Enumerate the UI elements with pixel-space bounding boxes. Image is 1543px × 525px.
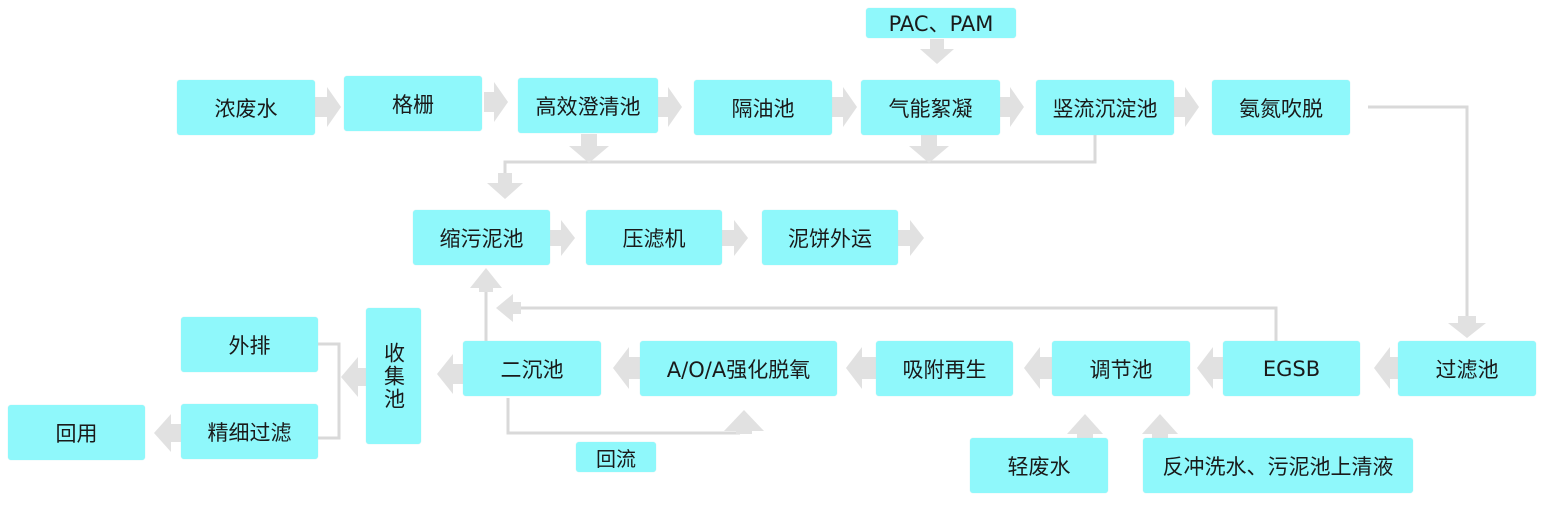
arrow-left-filter (1374, 347, 1398, 389)
arrow-right-cake (898, 220, 924, 256)
arrow-left-collection (341, 357, 366, 397)
sludge-cake-transport-box: 泥饼外运 (762, 210, 898, 265)
secondary-settling-tank-box: 二沉池 (463, 341, 601, 396)
arrow-down-thickener (487, 173, 523, 199)
aoa-denitrification-box: A/O/A强化脱氧 (640, 341, 837, 396)
connector-egsb-to-thickener (513, 306, 1278, 342)
arrow-left-aoa (613, 347, 640, 389)
arrow-right-5 (1000, 87, 1024, 127)
reuse-box: 回用 (8, 405, 145, 460)
arrow-left-reuse (154, 414, 181, 452)
arrow-right-2 (484, 82, 508, 122)
egsb-box: EGSB (1223, 341, 1360, 396)
connector-reflux-line (506, 398, 740, 435)
arrow-up-light-wastewater (1067, 414, 1103, 439)
arrow-up-reflux (724, 410, 764, 434)
discharge-box: 外排 (181, 317, 318, 372)
sludge-thickener-box: 缩污泥池 (413, 210, 550, 265)
backwash-water-box: 反冲洗水、污泥池上清液 (1143, 438, 1413, 493)
adsorption-regeneration-box: 吸附再生 (876, 341, 1013, 396)
arrow-right-6 (1174, 87, 1199, 127)
arrow-down-filter (1448, 316, 1486, 338)
arrow-up-backwash (1142, 414, 1178, 439)
oil-separator-box: 隔油池 (694, 80, 832, 135)
high-efficiency-clarifier-box: 高效澄清池 (518, 78, 658, 133)
arrow-left-regulating (1024, 347, 1052, 389)
reflux-label: 回流 (576, 442, 656, 472)
arrow-left-secondary (437, 354, 463, 394)
connector-ammonia-to-filter (1368, 105, 1469, 318)
arrow-left-egsb-line (496, 294, 521, 322)
light-wastewater-box: 轻废水 (970, 438, 1108, 493)
connector-settling-collector (503, 134, 1097, 173)
arrow-down-clarifier (569, 134, 609, 163)
grille-box: 格栅 (344, 76, 482, 131)
fine-filtration-box: 精细过滤 (181, 404, 318, 459)
arrow-right-1 (315, 87, 341, 127)
arrow-right-4 (832, 87, 857, 127)
arrow-left-adsorption (846, 347, 876, 389)
pac-pam-label: PAC、PAM (866, 8, 1016, 38)
arrow-down-flotation (909, 134, 949, 163)
air-flotation-box: 气能絮凝 (861, 80, 1000, 135)
regulating-tank-box: 调节池 (1052, 341, 1190, 396)
filter-tank-box: 过滤池 (1398, 341, 1536, 396)
connector-collection-to-outputs (318, 342, 341, 440)
arrow-right-3 (658, 87, 682, 127)
ammonia-stripping-box: 氨氮吹脱 (1212, 80, 1350, 135)
arrow-left-egsb (1197, 347, 1223, 389)
filter-press-box: 压滤机 (586, 210, 722, 265)
concentrated-wastewater-box: 浓废水 (177, 80, 315, 135)
arrow-right-thickener (550, 220, 575, 256)
arrow-down-pac (920, 39, 954, 64)
arrow-up-thickener (470, 268, 502, 292)
vertical-settling-tank-box: 竖流沉淀池 (1036, 80, 1174, 135)
collection-tank-box: 收集池 (366, 308, 421, 444)
arrow-right-press (722, 220, 748, 256)
